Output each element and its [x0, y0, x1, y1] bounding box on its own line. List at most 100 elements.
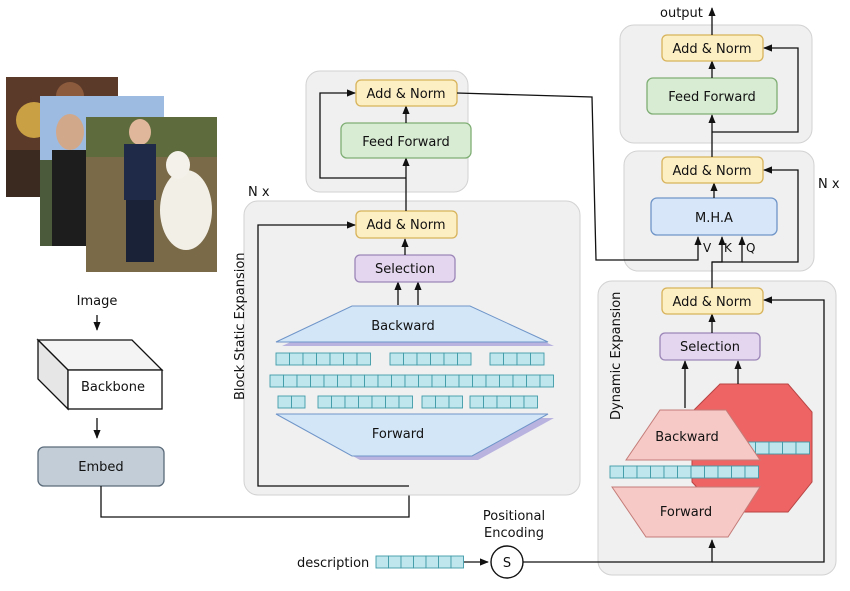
token-cell: [310, 374, 325, 388]
token-cell: [717, 465, 732, 479]
token-cell: [416, 352, 431, 366]
token-cell: [458, 374, 473, 388]
token-cell: [356, 352, 371, 366]
output-label: output: [660, 6, 703, 21]
token-cell: [435, 395, 450, 409]
token-cell: [744, 465, 759, 479]
dynamic-token-grid: [609, 441, 810, 479]
token-cell: [677, 465, 692, 479]
dynamic-selection-label: Selection: [680, 340, 740, 355]
static-feed-forward-label: Feed Forward: [362, 135, 449, 150]
token-cell: [623, 465, 638, 479]
token-cell: [398, 395, 413, 409]
static-selection-label: Selection: [375, 262, 435, 277]
token-cell: [400, 555, 414, 569]
token-cell: [289, 352, 304, 366]
decoder-add-norm-lower-label: Add & Norm: [672, 164, 751, 179]
token-cell: [704, 465, 719, 479]
token-cell: [391, 374, 406, 388]
token-cell: [489, 352, 504, 366]
token-cell: [450, 555, 464, 569]
description-label: description: [297, 556, 369, 571]
token-cell: [323, 374, 338, 388]
token-cell: [371, 395, 386, 409]
block-static-expansion-label: Block Static Expansion: [233, 252, 248, 400]
token-cell: [377, 374, 392, 388]
token-cell: [438, 555, 452, 569]
mha-label: M.H.A: [695, 211, 733, 226]
v-label: V: [703, 241, 712, 255]
backbone-box: [36, 338, 164, 411]
token-cell: [403, 352, 418, 366]
token-cell: [663, 465, 678, 479]
token-cell: [795, 441, 810, 455]
static-forward-block: [275, 413, 554, 460]
decoder-repeat-label: N x: [818, 177, 840, 192]
photo-stack-icon: [6, 77, 217, 272]
dynamic-expansion-label: Dynamic Expansion: [609, 292, 624, 420]
token-cell: [418, 374, 433, 388]
static-repeat-label: N x: [248, 185, 270, 200]
token-cell: [496, 395, 511, 409]
dynamic-add-norm-label: Add & Norm: [672, 295, 751, 310]
token-cell: [425, 555, 439, 569]
token-cell: [650, 465, 665, 479]
token-cell: [503, 352, 518, 366]
token-cell: [483, 395, 498, 409]
token-cell: [457, 352, 472, 366]
token-cell: [472, 374, 487, 388]
token-cell: [317, 395, 332, 409]
token-cell: [413, 555, 427, 569]
static-forward-label: Forward: [372, 427, 424, 442]
token-cell: [375, 555, 389, 569]
static-token-grid: [269, 352, 554, 409]
token-cell: [389, 352, 404, 366]
embed-label: Embed: [78, 460, 123, 475]
token-cell: [364, 374, 379, 388]
token-cell: [782, 441, 797, 455]
token-cell: [636, 465, 651, 479]
token-cell: [283, 374, 298, 388]
sum-node-label: S: [503, 556, 511, 571]
backbone-label: Backbone: [81, 380, 145, 395]
token-cell: [343, 352, 358, 366]
token-cell: [768, 441, 783, 455]
dynamic-forward-label: Forward: [660, 505, 712, 520]
token-cell: [385, 395, 400, 409]
token-cell: [388, 555, 402, 569]
decoder-feed-forward-label: Feed Forward: [668, 90, 755, 105]
token-cell: [510, 395, 525, 409]
token-cell: [291, 395, 306, 409]
token-cell: [302, 352, 317, 366]
token-cell: [431, 374, 446, 388]
image-label: Image: [77, 294, 118, 309]
token-cell: [421, 395, 436, 409]
token-cell: [443, 352, 458, 366]
token-cell: [275, 352, 290, 366]
token-cell: [448, 395, 463, 409]
token-cell: [499, 374, 514, 388]
dynamic-backward-block: [625, 409, 761, 461]
token-cell: [296, 374, 311, 388]
q-label: Q: [746, 241, 755, 255]
token-cell: [358, 395, 373, 409]
token-cell: [512, 374, 527, 388]
token-cell: [690, 465, 705, 479]
token-cell: [404, 374, 419, 388]
decoder-add-norm-top-label: Add & Norm: [672, 42, 751, 57]
token-cell: [526, 374, 541, 388]
token-cell: [329, 352, 344, 366]
dynamic-backward-label: Backward: [655, 430, 719, 445]
token-cell: [485, 374, 500, 388]
token-cell: [430, 352, 445, 366]
static-backward-label: Backward: [371, 319, 435, 334]
dynamic-forward-block: [611, 486, 761, 538]
token-cell: [277, 395, 292, 409]
sum-node: [490, 545, 524, 579]
token-cell: [316, 352, 331, 366]
token-cell: [350, 374, 365, 388]
static-add-norm-top-label: Add & Norm: [366, 87, 445, 102]
token-cell: [609, 465, 624, 479]
token-cell: [337, 374, 352, 388]
